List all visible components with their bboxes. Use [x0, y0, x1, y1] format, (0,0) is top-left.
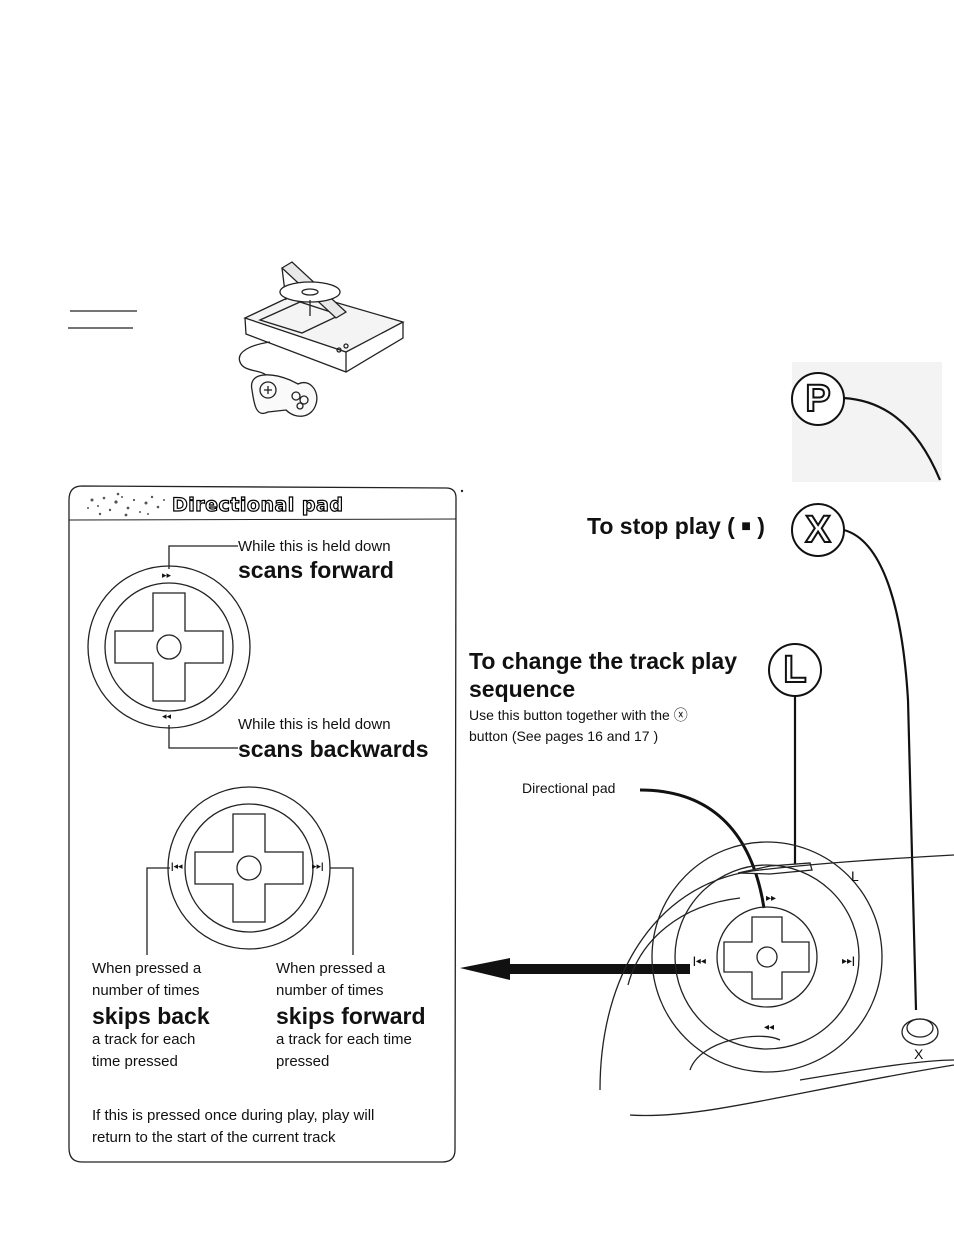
dpad-ff-symbol: ▸▸ [162, 570, 172, 580]
skip-back-line4: time pressed [92, 1053, 178, 1070]
skip-back-column: When pressed a number of times skips bac… [92, 958, 262, 1073]
dpad-next-symbol: ▸▸| [312, 861, 324, 871]
track-sequence-desc-line1: Use this button together with the [469, 707, 670, 723]
forward-hint: While this is held down [238, 538, 391, 555]
l-button-icon: L [768, 643, 822, 697]
track-sequence-description: Use this button together with the ⓧ butt… [469, 705, 688, 747]
p-button-icon: P [791, 372, 845, 426]
controller-l-label: L [851, 868, 859, 884]
backward-hint: While this is held down [238, 716, 391, 733]
skip-back-line2: number of times [92, 982, 200, 999]
skip-back-line1: When pressed a [92, 960, 202, 977]
controller-prev-symbol: |◂◂ [693, 956, 706, 967]
dpad-rew-symbol: ◂◂ [162, 711, 172, 721]
l-button-letter: L [782, 649, 807, 691]
controller-x-label: X [914, 1046, 924, 1062]
skip-back-line3: a track for each [92, 1031, 196, 1048]
x-circle-icon: ⓧ [673, 707, 688, 723]
controller-next-symbol: ▸▸| [842, 956, 855, 967]
track-sequence-heading: To change the track play sequence [469, 647, 737, 703]
stop-play-heading: To stop play ( ■ ) [587, 512, 765, 541]
x-button-icon: X [791, 503, 845, 557]
forward-action: scans forward [238, 557, 394, 583]
skip-forward-column: When pressed a number of times skips for… [276, 958, 451, 1073]
panel-footer-line1: If this is pressed once during play, pla… [92, 1107, 375, 1124]
controller-ff-symbol: ▸▸ [766, 893, 777, 904]
dpad-prev-symbol: |◂◂ [171, 861, 183, 871]
p-button-letter: P [804, 378, 831, 420]
panel-footer-line2: return to the start of the current track [92, 1129, 336, 1146]
track-sequence-desc-line2: button (See pages 16 and 17 ) [469, 728, 659, 744]
skip-forward-action: skips forward [276, 1003, 426, 1029]
backward-action: scans backwards [238, 736, 429, 762]
dpad-callout-label: Directional pad [522, 780, 616, 796]
skip-back-action: skips back [92, 1003, 210, 1029]
skip-forward-line4: pressed [276, 1053, 330, 1070]
x-button-letter: X [804, 509, 831, 551]
directional-pad-panel-title: Directional pad [171, 493, 344, 516]
skip-forward-line2: number of times [276, 982, 384, 999]
stop-symbol-icon: ■ [741, 518, 751, 535]
stop-play-label: To stop play ( [587, 513, 735, 539]
skip-forward-line1: When pressed a [276, 960, 386, 977]
panel-footer-note: If this is pressed once during play, pla… [92, 1105, 374, 1149]
stop-play-close: ) [757, 513, 765, 539]
controller-rew-symbol: ◂◂ [764, 1022, 775, 1033]
skip-forward-line3: a track for each time [276, 1031, 412, 1048]
track-sequence-heading-line2: sequence [469, 676, 576, 702]
track-sequence-heading-line1: To change the track play [469, 648, 737, 674]
